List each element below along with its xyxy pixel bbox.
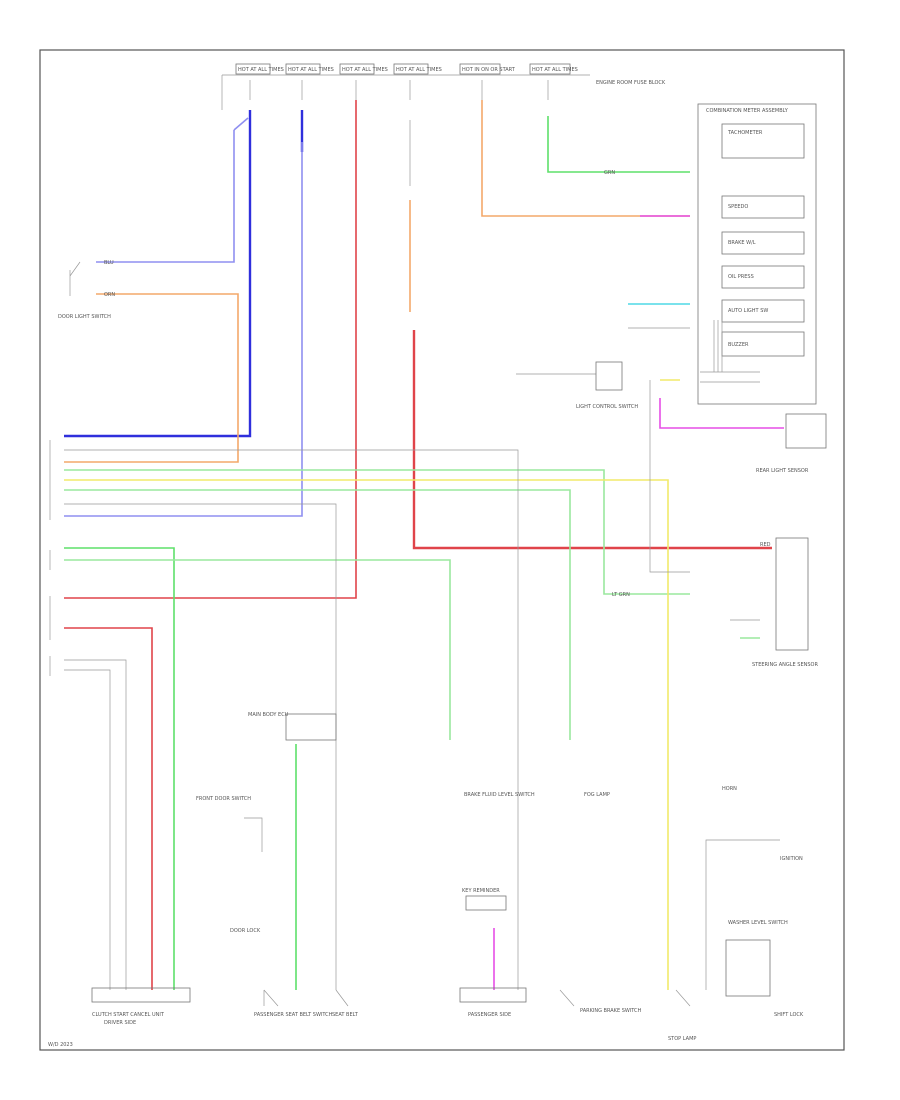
combo-row-6: BUZZER	[728, 342, 749, 348]
light-control-label: LIGHT CONTROL SWITCH	[576, 404, 638, 410]
wire-label-orn: ORN	[104, 292, 115, 298]
wire-label-red: RED	[760, 542, 771, 548]
fuse-label-1: HOT AT ALL TIMES	[238, 67, 284, 73]
fuse-label-3: HOT AT ALL TIMES	[342, 67, 388, 73]
parking-brake-label: PARKING BRAKE SWITCH	[580, 1008, 642, 1014]
front-door-label: FRONT DOOR SWITCH	[196, 796, 251, 802]
wire-label-blu: BLU	[104, 260, 114, 266]
combo-row-5: AUTO LIGHT SW	[728, 308, 768, 314]
steering-angle-sensor: STEERING ANGLE SENSOR	[752, 537, 818, 668]
main-body-ecu-label: MAIN BODY ECU	[248, 712, 289, 718]
mid-switches: FRONT DOOR SWITCH MAIN BODY ECU BRAKE FL…	[196, 712, 803, 934]
fog-lamp-label: FOG LAMP	[584, 792, 610, 798]
key-reminder-label: SEAT BELT	[332, 1012, 359, 1018]
bottom-switches: PASSENGER SEAT BELT SWITCH SEAT BELT PAR…	[254, 989, 804, 1042]
rear-light-label: REAR LIGHT SENSOR	[756, 468, 809, 474]
wire-label-ltgrn: LT GRN	[612, 592, 630, 598]
green-wires: GRN LT GRN	[64, 116, 760, 990]
combo-row-4: OIL PRESS	[728, 274, 754, 280]
fuse-note: ENGINE ROOM FUSE BLOCK	[596, 80, 666, 86]
stop-lamp-label: STOP LAMP	[668, 1036, 696, 1042]
connector-label-washer: WASHER LEVEL SWITCH	[728, 920, 788, 926]
yellow-wires	[64, 379, 680, 990]
shift-lock-label: SHIFT LOCK	[774, 1012, 804, 1018]
brake-fluid-label: BRAKE FLUID LEVEL SWITCH	[464, 792, 535, 798]
fuse-label-5: HOT IN ON OR START	[462, 67, 516, 73]
steering-angle-label: STEERING ANGLE SENSOR	[752, 662, 818, 668]
fuse-drops	[249, 80, 549, 100]
fuse-label-2: HOT AT ALL TIMES	[288, 67, 334, 73]
connector-label-key: KEY REMINDER	[462, 888, 500, 894]
door-lock-label: DOOR LOCK	[230, 928, 261, 934]
footer-code: W/D 2023	[48, 1042, 73, 1048]
orange-wires: ORN	[64, 100, 690, 463]
rear-light-sensor: REAR LIGHT SENSOR	[756, 413, 827, 474]
horn-label: HORN	[722, 786, 737, 792]
combo-row-1: TACHOMETER	[727, 130, 763, 136]
red-wires: RED	[64, 100, 772, 990]
magenta-cyan-wires	[493, 215, 784, 990]
fuse-row: HOT AT ALL TIMES HOT AT ALL TIMES HOT AT…	[221, 63, 666, 110]
combo-row-3: BRAKE W/L	[728, 240, 756, 246]
fuse-label-6: HOT AT ALL TIMES	[532, 67, 578, 73]
connector-label-ecu: CLUTCH START CANCEL UNIT	[92, 1012, 165, 1018]
combination-meter-title: COMBINATION METER ASSEMBLY	[706, 108, 789, 114]
connector-sub-ecu: DRIVER SIDE	[104, 1020, 136, 1026]
combo-row-2: SPEEDO	[728, 204, 748, 210]
fuse-label-4: HOT AT ALL TIMES	[396, 67, 442, 73]
door-light-switch: DOOR LIGHT SWITCH	[58, 261, 111, 320]
light-control-switch: LIGHT CONTROL SWITCH	[576, 361, 638, 410]
door-switch-label: DOOR LIGHT SWITCH	[58, 314, 111, 320]
pass-seat-label: PASSENGER SEAT BELT SWITCH	[254, 1012, 333, 1018]
connector-label-passenger: PASSENGER SIDE	[468, 1012, 511, 1018]
diagram-frame	[39, 49, 845, 1051]
bottom-connectors: CLUTCH START CANCEL UNIT DRIVER SIDE PAS…	[91, 888, 788, 1026]
wire-label-grn: GRN	[604, 170, 615, 176]
ignition-label: IGNITION	[780, 856, 803, 862]
combination-meter: COMBINATION METER ASSEMBLY TACHOMETER SP…	[697, 103, 817, 405]
gray-wires	[64, 120, 780, 990]
blue-wires: BLU	[64, 110, 304, 517]
